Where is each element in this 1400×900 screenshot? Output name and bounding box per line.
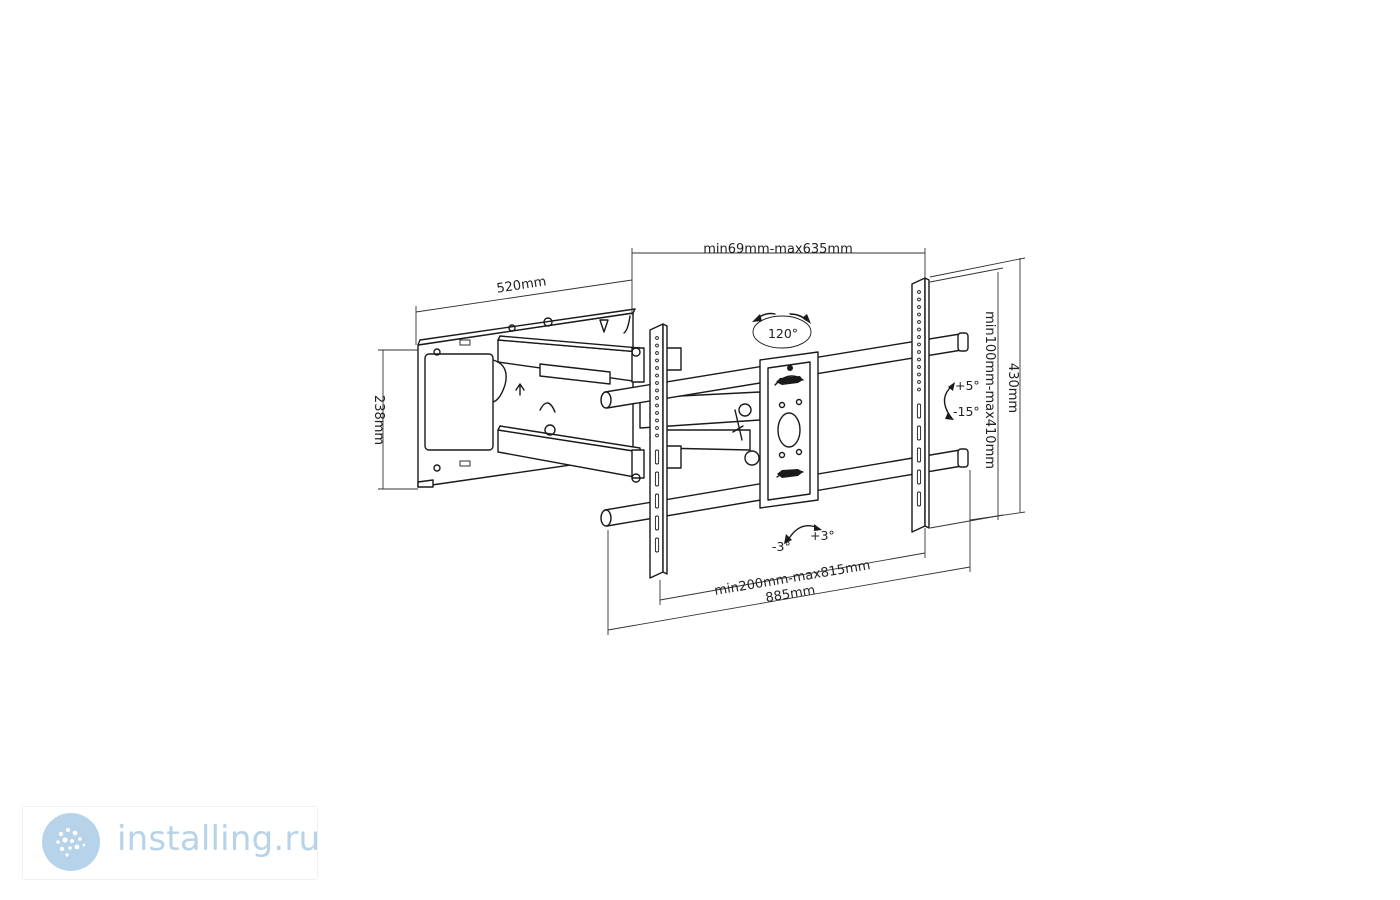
bracket-hole [917, 312, 921, 317]
bracket-hole [655, 411, 659, 415]
bracket-slot [654, 449, 660, 465]
bracket-hole [655, 433, 659, 438]
left-tv-bracket [649, 323, 668, 579]
bracket-hole [655, 388, 659, 393]
bracket-hole [917, 380, 921, 384]
bracket-slot [916, 491, 922, 507]
bracket-hole [917, 335, 921, 339]
tilt-up-label: +5° [955, 378, 980, 393]
bracket-slot [916, 425, 922, 441]
bracket-hole [917, 365, 921, 369]
horizontal-adjust-label: min69mm-max635mm [703, 242, 853, 257]
bracket-hole [655, 426, 659, 430]
bracket-hole [917, 342, 921, 347]
bracket-hole [917, 320, 921, 324]
bracket-hole [917, 387, 921, 392]
bracket-slot [654, 493, 660, 509]
bracket-hole [655, 366, 659, 370]
watermark-text: installing.ru [117, 819, 321, 859]
bracket-slot [654, 537, 660, 553]
bracket-hole [917, 290, 921, 294]
bracket-hole [655, 381, 659, 385]
swivel-indicator [752, 312, 812, 349]
bracket-hole [655, 351, 659, 355]
bracket-hole [917, 372, 921, 377]
bracket-hole [655, 358, 659, 363]
bracket-hole [655, 396, 659, 400]
bracket-hole [917, 305, 921, 309]
vesa-vertical-label: min100mm-max410mm [982, 311, 997, 469]
bracket-hole [655, 418, 659, 423]
bracket-hole [917, 350, 921, 354]
arm-depth-label: 520mm [496, 274, 548, 296]
bracket-slot [916, 403, 922, 419]
dimension-lines [378, 248, 1026, 635]
wall-plate-height-label: 238mm [371, 395, 386, 445]
bracket-hole [655, 403, 659, 408]
swing-arms [497, 317, 761, 483]
right-tv-bracket [911, 277, 930, 533]
bracket-slot [916, 469, 922, 485]
installing-logo-icon [42, 813, 100, 871]
level-plus-label: +3° [810, 528, 835, 543]
bracket-hole [655, 343, 659, 348]
bracket-hole [917, 327, 921, 332]
bracket-hole [655, 336, 659, 340]
center-mount-plate [759, 351, 819, 509]
level-minus-label: -3° [772, 539, 791, 554]
bracket-slot [654, 515, 660, 531]
watermark: installing.ru [22, 806, 321, 880]
tilt-down-label: -15° [953, 404, 980, 419]
bracket-slot [654, 471, 660, 487]
bracket-hole [917, 357, 921, 362]
level-indicator [784, 524, 822, 544]
swivel-angle-label: 120° [768, 326, 798, 341]
overall-height-label: 430mm [1005, 363, 1020, 413]
bracket-slot [916, 447, 922, 463]
tilt-indicator [943, 382, 955, 420]
bracket-hole [655, 373, 659, 378]
bracket-hole [917, 297, 921, 302]
